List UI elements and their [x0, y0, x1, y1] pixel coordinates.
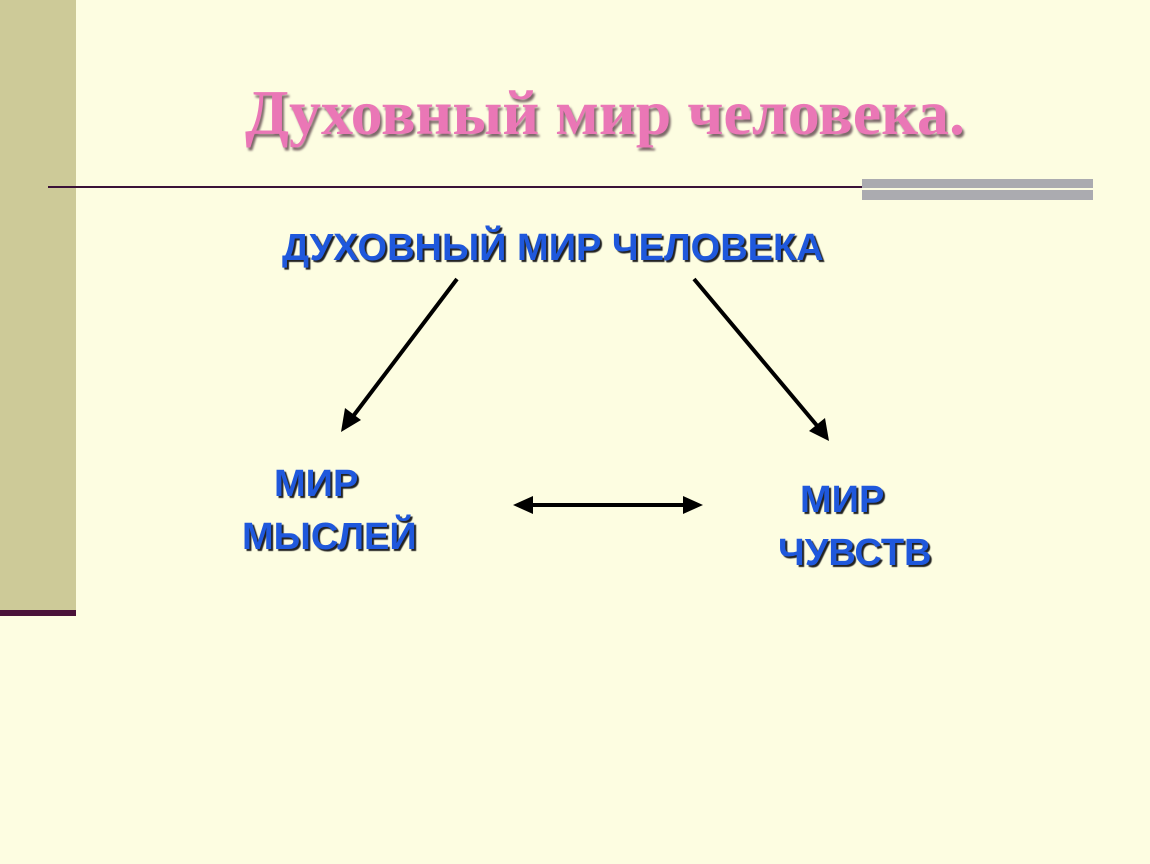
root-node: ДУХОВНЫЙ МИР ЧЕЛОВЕКА — [282, 222, 824, 275]
feelings-node-line1: МИР — [800, 479, 885, 521]
arrow-root-to-feelings — [692, 277, 821, 430]
title-divider — [48, 186, 1093, 188]
arrow-thoughts-feelings-head-left — [513, 496, 533, 514]
feelings-node-line2: ЧУВСТВ — [778, 532, 932, 575]
arrow-root-to-thoughts-head — [341, 408, 361, 432]
left-decor-band — [0, 0, 76, 612]
feelings-node: МИР ЧУВСТВ — [778, 474, 931, 580]
arrow-root-to-feelings-head — [809, 418, 829, 441]
thoughts-node-line1: МИР — [274, 463, 359, 505]
arrow-root-to-thoughts — [349, 277, 459, 421]
thoughts-node: МИР МЫСЛЕЙ — [242, 458, 417, 564]
thoughts-node-line2: МЫСЛЕЙ — [242, 516, 417, 559]
root-node-label: ДУХОВНЫЙ МИР ЧЕЛОВЕКА — [282, 227, 824, 269]
arrow-thoughts-feelings-head-right — [683, 496, 703, 514]
slide-title: Духовный мир человека. — [244, 77, 966, 148]
left-decor-band-edge — [0, 610, 76, 616]
title-divider-accent-gap — [862, 188, 1093, 190]
